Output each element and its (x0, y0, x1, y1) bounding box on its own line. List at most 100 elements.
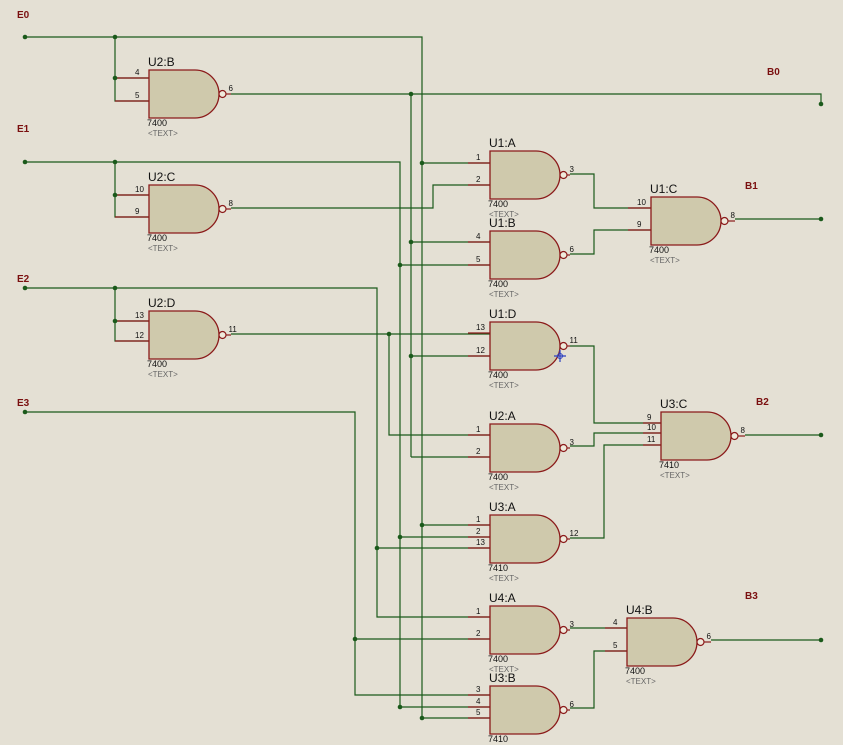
junction-dot (22, 159, 28, 165)
pin-number: 1 (476, 515, 481, 524)
pin-number: 8 (229, 199, 234, 208)
pin-number: 4 (613, 618, 618, 627)
gate-text-placeholder: <TEXT> (148, 370, 178, 379)
pin-number: 13 (135, 311, 144, 320)
gate-body (489, 514, 561, 564)
pin-number: 6 (570, 700, 575, 709)
junction-dot (419, 522, 425, 528)
inversion-bubble-icon (218, 89, 227, 99)
gate-text-placeholder: <TEXT> (489, 574, 519, 583)
gate-part-number: 7400 (488, 472, 508, 482)
gate-text-placeholder: <TEXT> (650, 256, 680, 265)
terminal-label-e3: E3 (17, 398, 30, 409)
junction-dot (397, 262, 403, 268)
pin-number: 6 (707, 632, 712, 641)
pin-number: 3 (570, 165, 575, 174)
wire-segment (570, 229, 651, 255)
gate-text-placeholder: <TEXT> (489, 483, 519, 492)
gates: 456U2:B7400<TEXT>1098U2:C7400<TEXT>13121… (115, 55, 746, 744)
gate-reference: U4:B (626, 603, 653, 617)
wire-segment (114, 37, 149, 102)
gate-reference: U1:C (650, 182, 678, 196)
gate-reference: U1:B (489, 216, 516, 230)
pin-number: 1 (476, 607, 481, 616)
pin-number: 2 (476, 447, 481, 456)
gate-part-number: 7400 (147, 359, 167, 369)
pin-number: 4 (476, 232, 481, 241)
gate-body (489, 150, 561, 200)
wire-segment (25, 36, 423, 720)
gate-text-placeholder: <TEXT> (489, 210, 519, 219)
pin-number: 8 (731, 211, 736, 220)
inversion-bubble-icon (218, 204, 227, 214)
terminal-label-e2: E2 (17, 274, 30, 285)
pin-number: 11 (647, 435, 656, 444)
gate-body (489, 685, 561, 735)
wire-segment (25, 411, 490, 696)
inversion-bubble-icon (559, 625, 568, 635)
junction-dot (419, 715, 425, 721)
wire-segment (570, 345, 661, 424)
gate-text-placeholder: <TEXT> (489, 381, 519, 390)
pin-number: 10 (135, 185, 144, 194)
gate-body (489, 230, 561, 280)
junction-dot (22, 34, 28, 40)
junction-dot (818, 216, 824, 222)
pin-number: 10 (647, 423, 656, 432)
inversion-bubble-icon (696, 637, 705, 647)
pin-number: 12 (476, 346, 485, 355)
gate-body (148, 184, 220, 234)
gate-part-number: 7400 (488, 199, 508, 209)
junction-dot (22, 285, 28, 291)
terminal-label-b3: B3 (745, 591, 758, 602)
pin-number: 1 (476, 425, 481, 434)
terminal-label-b2: B2 (756, 397, 769, 408)
gate-reference: U3:B (489, 671, 516, 685)
junction-dots (22, 34, 824, 721)
junction-dot (408, 353, 414, 359)
junction-dot (112, 192, 118, 198)
pin-number: 5 (476, 255, 481, 264)
wire-segment (231, 184, 490, 209)
junction-dot (112, 285, 118, 291)
inversion-bubble-icon (559, 705, 568, 715)
junction-dot (818, 432, 824, 438)
pin-number: 2 (476, 175, 481, 184)
junction-dot (112, 159, 118, 165)
gate-reference: U2:B (148, 55, 175, 69)
gate-part-number: 7400 (147, 233, 167, 243)
junction-dot (397, 704, 403, 710)
pin-number: 11 (570, 336, 579, 345)
wire-segment (231, 93, 822, 104)
gate-reference: U4:A (489, 591, 516, 605)
inversion-bubble-icon (720, 216, 729, 226)
gate-body (489, 321, 561, 371)
pin-number: 3 (570, 438, 575, 447)
gate-body (660, 411, 732, 461)
gate-reference: U2:D (148, 296, 176, 310)
junction-dot (112, 75, 118, 81)
inversion-bubble-icon (559, 443, 568, 453)
gate-reference: U3:A (489, 500, 516, 514)
wires (25, 36, 822, 720)
wire-segment (25, 161, 401, 707)
gate-text-placeholder: <TEXT> (148, 244, 178, 253)
pin-number: 4 (135, 68, 140, 77)
gate-part-number: 7400 (625, 666, 645, 676)
pin-number: 3 (570, 620, 575, 629)
